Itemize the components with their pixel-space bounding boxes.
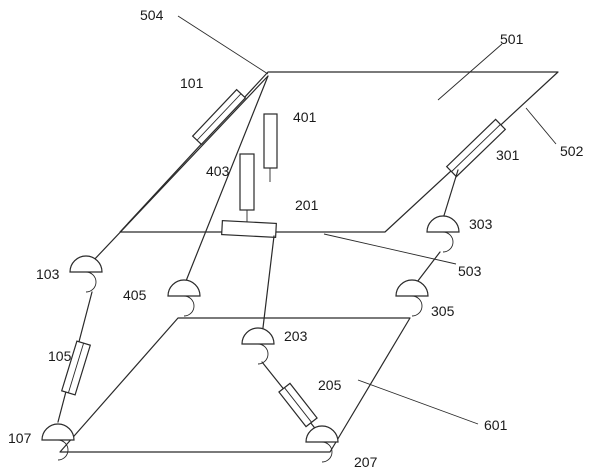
joint-405 — [167, 279, 201, 317]
label-501: 501 — [500, 31, 524, 47]
label-502: 502 — [560, 143, 584, 159]
leg-3-upper-link — [441, 169, 459, 223]
upper-platform — [119, 71, 559, 233]
leg-301-303-305 — [395, 118, 507, 317]
leg-101-103-105-107 — [41, 75, 269, 461]
leader-503 — [323, 233, 457, 265]
label-405: 405 — [123, 287, 147, 303]
label-303: 303 — [469, 216, 493, 232]
actuator-401 — [263, 113, 278, 182]
label-105: 105 — [48, 348, 72, 364]
joint-203 — [241, 327, 275, 365]
cylinder-105 — [60, 340, 92, 396]
joint-107 — [41, 423, 75, 461]
label-305: 305 — [431, 303, 455, 319]
lower-platform — [59, 317, 411, 453]
joint-305 — [395, 279, 429, 317]
cylinder-301 — [445, 118, 507, 178]
joint-103 — [69, 255, 103, 293]
label-601: 601 — [484, 417, 508, 433]
part-labels: 504 501 101 401 301 502 403 201 303 503 … — [8, 7, 584, 470]
leg-401-403-405 — [167, 75, 278, 317]
label-207: 207 — [354, 454, 378, 470]
actuator-403 — [239, 153, 255, 222]
joint-303 — [426, 215, 460, 253]
label-205: 205 — [318, 377, 342, 393]
leg-3-lower-link — [413, 251, 441, 287]
label-301: 301 — [496, 147, 520, 163]
label-203: 203 — [284, 328, 308, 344]
label-101: 101 — [180, 75, 204, 91]
leader-601 — [357, 379, 479, 425]
cylinder-205 — [278, 382, 318, 428]
leg-201-203-205-207 — [221, 219, 339, 463]
leg-2-upper-link — [261, 235, 275, 337]
leg-1-upper-link — [91, 75, 269, 263]
slider-201 — [221, 219, 277, 239]
label-401: 401 — [293, 109, 317, 125]
label-201: 201 — [295, 197, 319, 213]
leader-504 — [177, 15, 269, 75]
label-107: 107 — [8, 430, 32, 446]
label-103: 103 — [36, 266, 60, 282]
cylinder-101 — [191, 88, 247, 146]
leader-501 — [437, 43, 503, 101]
leader-lines — [177, 15, 557, 425]
leader-502 — [525, 107, 557, 145]
leg-4-link — [183, 75, 269, 287]
label-504: 504 — [140, 7, 164, 23]
joint-207 — [305, 425, 339, 463]
label-503: 503 — [458, 263, 482, 279]
label-403: 403 — [206, 163, 230, 179]
